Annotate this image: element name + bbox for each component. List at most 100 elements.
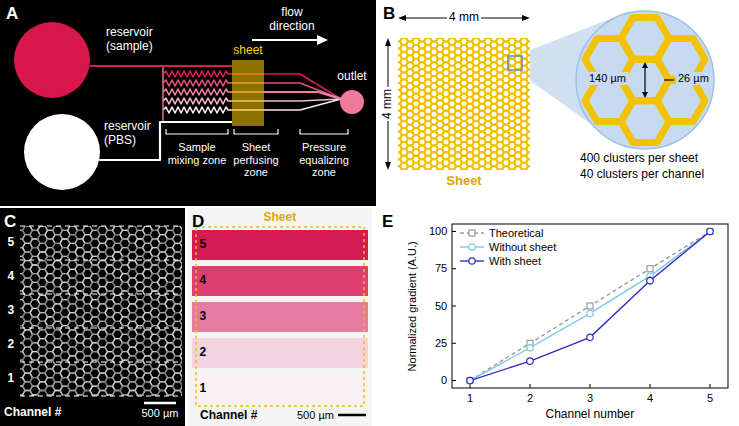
scale-label: 500 µm xyxy=(297,409,334,422)
channel-band xyxy=(192,266,368,296)
micrograph-texture xyxy=(20,226,182,396)
divider xyxy=(20,327,182,328)
hexagon xyxy=(180,300,182,309)
tick-label: 1 xyxy=(467,392,473,405)
plot-frame xyxy=(452,224,728,388)
panel-letter: A xyxy=(6,4,18,24)
channel-number: 3 xyxy=(8,304,15,318)
zoom-ground xyxy=(576,11,714,149)
hexagon xyxy=(526,152,530,159)
panel-ground xyxy=(0,208,185,426)
channel-number: 1 xyxy=(8,372,15,386)
tick xyxy=(590,384,591,388)
tick xyxy=(452,343,456,344)
hexagon xyxy=(180,352,182,361)
zone-bracket xyxy=(300,129,348,134)
tick xyxy=(470,384,471,388)
flow-arrowhead xyxy=(317,35,328,45)
reservoir-circle: reservoir (PBS) xyxy=(24,114,100,190)
data-marker xyxy=(707,228,713,234)
dimension-line xyxy=(664,79,674,80)
channel-number: 1 xyxy=(200,382,207,396)
channel-band xyxy=(192,230,368,260)
hexagon xyxy=(526,42,530,49)
hexagon xyxy=(180,256,182,265)
node-text: reservoir (sample) xyxy=(106,26,172,54)
circle-shape xyxy=(24,114,100,190)
channel-band xyxy=(192,302,368,332)
feed-channel xyxy=(162,66,164,122)
data-line xyxy=(470,231,710,380)
zone-label: Sample mixing zone xyxy=(165,141,229,166)
channel-number: 4 xyxy=(200,274,207,288)
panel-letter: D xyxy=(192,212,204,232)
tick-label: 25 xyxy=(435,337,447,350)
dimension-arrowhead xyxy=(642,92,648,98)
zone-bracket xyxy=(234,129,278,134)
channel-dividers xyxy=(20,226,182,396)
reservoir-circle: reservoir (sample) xyxy=(14,22,90,98)
channel-number: 5 xyxy=(200,238,207,252)
data-marker xyxy=(587,303,593,309)
flow-arrow xyxy=(252,39,319,41)
circle-shape xyxy=(340,90,364,114)
hexagon xyxy=(180,308,182,317)
axis-note: Channel # xyxy=(4,406,61,420)
channel-number: 4 xyxy=(8,270,15,284)
tick xyxy=(650,384,651,388)
hexagon xyxy=(526,48,530,55)
hexagon xyxy=(621,18,669,60)
line-chart xyxy=(452,224,728,388)
tick-label: 0 xyxy=(441,374,447,387)
tick-label: 4 xyxy=(647,392,653,405)
hexagon xyxy=(526,125,530,132)
cluster-note: 400 clusters per sheet xyxy=(580,152,698,166)
hexagon xyxy=(180,282,182,291)
tick-label: 3 xyxy=(587,392,593,405)
panel-letter: C xyxy=(4,212,16,232)
hexagon xyxy=(180,274,182,283)
hexagon xyxy=(180,230,182,239)
node-text: 140 µm xyxy=(587,72,628,85)
dimension-arrowhead xyxy=(385,38,391,46)
hexagon xyxy=(526,166,530,170)
tick-label: 50 xyxy=(435,300,447,313)
hexagon xyxy=(526,69,530,76)
legend-text: With sheet xyxy=(489,255,541,268)
data-line xyxy=(470,231,710,380)
hexagon xyxy=(180,226,182,230)
channel-band xyxy=(192,338,368,368)
data-marker xyxy=(527,345,533,351)
outlet-circle: outlet xyxy=(340,90,364,114)
zoom-marker xyxy=(508,56,522,70)
divider xyxy=(20,259,182,260)
node-text: 26 µm xyxy=(676,72,711,85)
hexagon xyxy=(526,132,530,139)
node-text: sheet xyxy=(228,44,268,58)
panel-ground xyxy=(188,208,372,426)
hexagon xyxy=(526,97,530,104)
panel-letter: B xyxy=(383,4,395,24)
data-marker xyxy=(467,377,473,383)
panel-letter: E xyxy=(382,212,393,232)
data-marker xyxy=(587,334,593,340)
hexagon xyxy=(180,239,182,248)
zone-label: Sheet perfusing zone xyxy=(230,141,282,179)
cluster-note: 40 clusters per channel xyxy=(580,168,704,182)
hexagon xyxy=(180,360,182,369)
divider xyxy=(20,293,182,294)
axis-title: Channel number xyxy=(546,408,635,422)
hexagon xyxy=(526,159,530,166)
sheet-square: Sheet xyxy=(398,38,530,170)
tick-label: 2 xyxy=(527,392,533,405)
zone-label: Pressure equalizing zone xyxy=(295,141,353,179)
legend-sample xyxy=(460,230,484,236)
tick xyxy=(452,380,456,381)
hexagon xyxy=(180,369,182,378)
axis-note: Channel # xyxy=(200,409,257,423)
hexagon-lattice xyxy=(398,38,530,170)
sheet-outline xyxy=(196,227,364,406)
outlet-channel xyxy=(264,92,340,99)
divider xyxy=(20,395,182,396)
hexagon xyxy=(621,101,669,143)
